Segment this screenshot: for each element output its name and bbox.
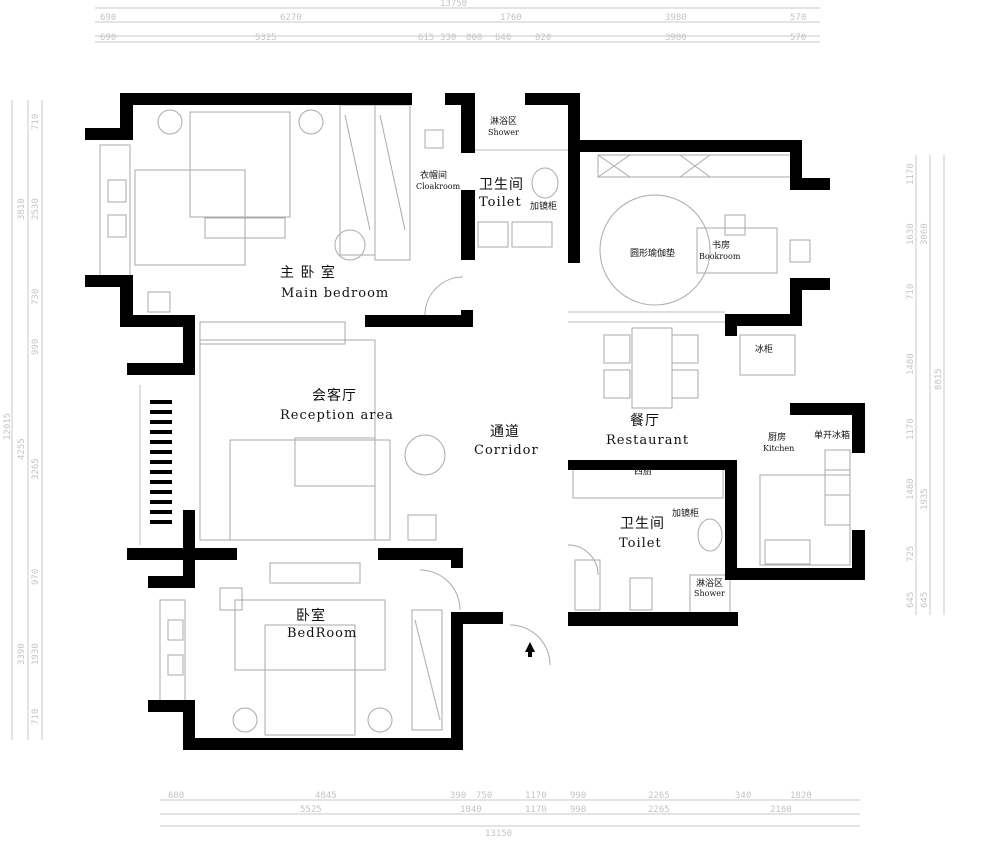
freezer-label: 冰柜 — [755, 343, 773, 355]
dim-right-5: 1480 — [906, 353, 916, 375]
right-dimensions: 1170 1630 3060 710 1480 8815 1170 1480 1… — [906, 155, 945, 615]
toilet-bottom-label-en: Toilet — [619, 536, 662, 551]
shower-bottom-label-zh: 淋浴区 — [696, 577, 723, 589]
dim-bottom-1: 680 — [168, 791, 184, 801]
dim-right-8: 1480 — [906, 478, 916, 500]
dim-left-11: 1930 — [31, 643, 41, 665]
dim-right-9: 1935 — [920, 488, 930, 510]
bottom-dimensions: 680 4845 390 750 1170 990 2265 340 1820 … — [160, 791, 860, 839]
main-bedroom-label-zh: 主 卧 室 — [280, 264, 336, 281]
dim-bottom-total: 13150 — [485, 829, 512, 839]
fridge-label: 单开冰箱 — [814, 429, 850, 441]
dim-bottom-9: 1820 — [790, 791, 812, 801]
dim-right-6: 8815 — [934, 368, 944, 390]
reception-label-zh: 会客厅 — [312, 387, 357, 404]
reception-label-en: Reception area — [280, 408, 394, 423]
shower-top-label-zh: 淋浴区 — [490, 115, 517, 127]
dim-bottom-7: 2265 — [648, 791, 670, 801]
dim-right-12: 645 — [920, 592, 930, 608]
bedroom-label-en: BedRoom — [287, 626, 357, 641]
corridor-label-en: Corridor — [474, 443, 539, 458]
dim-top-r2-2: 5325 — [255, 33, 277, 43]
dim-left-7: 4255 — [17, 438, 27, 460]
dim-left-12: 710 — [31, 709, 41, 725]
dim-top-r2-4: 330 — [440, 33, 456, 43]
bookroom-label-zh: 书房 — [712, 239, 730, 251]
cloakroom-label-zh: 衣帽间 — [420, 169, 447, 181]
dim-bottom-r2-6: 2160 — [770, 805, 792, 815]
dim-right-7: 1170 — [906, 418, 916, 440]
window-blinds — [150, 400, 172, 524]
dim-top-r2-1: 690 — [100, 33, 116, 43]
dim-left-2: 3810 — [17, 198, 27, 220]
dim-bottom-r2-2: 1040 — [460, 805, 482, 815]
dim-top-r2-5: 800 — [466, 33, 482, 43]
dim-right-10: 725 — [906, 546, 916, 562]
dim-top-r2-3: 615 — [418, 33, 434, 43]
dim-left-9: 970 — [31, 569, 41, 585]
dim-left-3: 2530 — [31, 198, 41, 220]
mirror-cabinet-bottom-label: 加镜柜 — [672, 507, 699, 519]
dim-left-4: 730 — [31, 289, 41, 305]
walls — [85, 93, 865, 750]
shower-bottom-label-en: Shower — [694, 589, 725, 598]
dim-right-4: 710 — [906, 284, 916, 300]
dim-left-5: 990 — [31, 339, 41, 355]
shower-top-label-en: Shower — [488, 128, 519, 137]
room-labels: 主 卧 室 Main bedroom 衣帽间 Cloakroom 淋浴区 Sho… — [280, 115, 850, 641]
dim-bottom-2: 4845 — [315, 791, 337, 801]
dim-left-1: 710 — [31, 114, 41, 130]
dim-left-6: 12015 — [3, 413, 13, 440]
dim-top-r2-6: 640 — [495, 33, 511, 43]
corridor-label-zh: 通道 — [490, 424, 520, 440]
toilet-top-label-en: Toilet — [479, 195, 522, 210]
bookroom-label-en: Bookroom — [699, 252, 741, 261]
dim-top-2: 6270 — [280, 13, 302, 23]
dim-bottom-4: 750 — [476, 791, 492, 801]
dim-right-1: 1170 — [906, 163, 916, 185]
bedroom-label-zh: 卧室 — [296, 607, 326, 624]
entrance-arrow-icon — [525, 642, 535, 657]
yoga-mat-label: 圆形瑜伽垫 — [630, 247, 675, 259]
mirror-cabinet-top-label: 加镜柜 — [530, 200, 557, 212]
dim-bottom-3: 390 — [450, 791, 466, 801]
dim-bottom-r2-3: 1170 — [525, 805, 547, 815]
dim-right-11: 645 — [906, 592, 916, 608]
dim-top-3: 1760 — [500, 13, 522, 23]
toilet-top-label-zh: 卫生间 — [479, 177, 524, 193]
dim-right-3: 3060 — [920, 223, 930, 245]
restaurant-label-zh: 餐厅 — [630, 413, 660, 429]
kitchen-label-zh: 厨房 — [768, 431, 786, 443]
dim-right-2: 1630 — [906, 223, 916, 245]
dim-bottom-r2-1: 5525 — [300, 805, 322, 815]
dim-left-8: 3265 — [31, 458, 41, 480]
dim-top-4: 3980 — [665, 13, 687, 23]
main-bedroom-label-en: Main bedroom — [281, 286, 389, 301]
dim-top-1: 690 — [100, 13, 116, 23]
cloakroom-label-en: Cloakroom — [416, 182, 461, 191]
western-kitchen-label: 西厨 — [634, 466, 652, 477]
dim-top-5: 570 — [790, 13, 806, 23]
dim-bottom-5: 1170 — [525, 791, 547, 801]
dim-bottom-8: 340 — [735, 791, 751, 801]
restaurant-label-en: Restaurant — [606, 433, 689, 448]
dim-bottom-r2-4: 990 — [570, 805, 586, 815]
dim-bottom-6: 990 — [570, 791, 586, 801]
dim-top-total: 13750 — [440, 0, 467, 9]
dim-left-10: 3390 — [17, 643, 27, 665]
top-dimensions: 13750 690 6270 1760 3980 570 690 5325 61… — [95, 0, 820, 43]
dim-top-r2-8: 3980 — [665, 33, 687, 43]
left-dimensions: 710 3810 2530 730 990 12015 4255 3265 97… — [3, 100, 43, 740]
toilet-bottom-label-zh: 卫生间 — [620, 516, 665, 532]
dim-top-r2-7: 820 — [535, 33, 551, 43]
dim-top-r2-9: 570 — [790, 33, 806, 43]
kitchen-label-en: Kitchen — [763, 444, 794, 453]
dim-bottom-r2-5: 2265 — [648, 805, 670, 815]
